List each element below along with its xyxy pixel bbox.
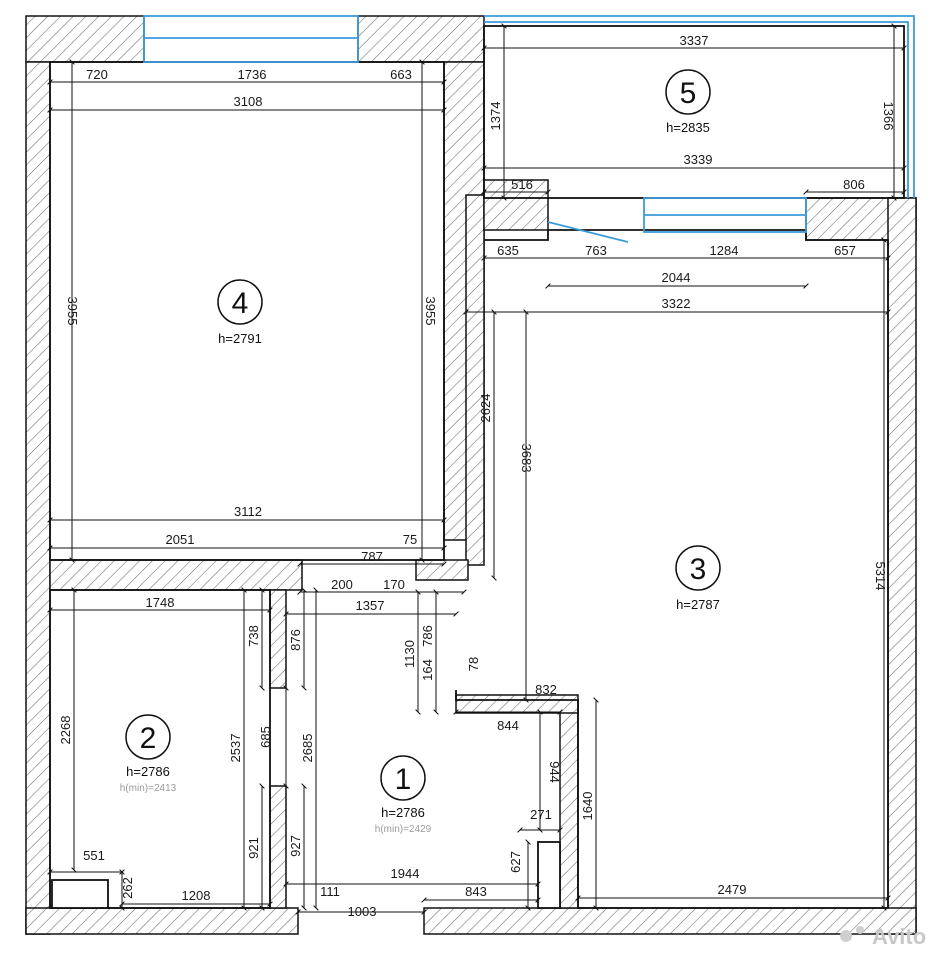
dim-label: 2051	[166, 532, 195, 547]
walls	[25, 15, 917, 935]
dim-label: 3322	[662, 296, 691, 311]
room-3-number: 3	[690, 553, 707, 586]
room-2-number: 2	[140, 722, 157, 755]
dim-label: 551	[83, 848, 105, 863]
dim-label: 1748	[146, 595, 175, 610]
dim-label: 2479	[718, 882, 747, 897]
dim-label: 3339	[684, 152, 713, 167]
dim-label: 927	[288, 835, 303, 857]
dim-label: 876	[288, 629, 303, 651]
watermark: Avito	[840, 924, 926, 949]
dim-label: 1284	[710, 243, 739, 258]
watermark-text: Avito	[872, 924, 926, 949]
dim-label: 786	[420, 625, 435, 647]
dim-label: 806	[843, 177, 865, 192]
dim-label: 2685	[300, 734, 315, 763]
dim-label: 1357	[356, 598, 385, 613]
room-3-height: h=2787	[676, 597, 720, 612]
room-1: 1 h=2786 h(min)=2429	[375, 755, 432, 835]
dim-label: 657	[834, 243, 856, 258]
dim-label: 1944	[391, 866, 420, 881]
dim-label: 843	[465, 884, 487, 899]
room-5-height: h=2835	[666, 120, 710, 135]
dim-label: 1366	[881, 102, 896, 131]
room-5-number: 5	[680, 77, 697, 110]
dim-label: 262	[120, 877, 135, 899]
room-4-number: 4	[232, 287, 249, 320]
dim-label: 685	[258, 726, 273, 748]
room-1-number: 1	[395, 763, 412, 796]
dim-label: 944	[547, 761, 562, 783]
dim-label: 1208	[182, 888, 211, 903]
room-5: 5 h=2835	[665, 69, 711, 135]
dim-label: 3683	[519, 444, 534, 473]
dim-label: 787	[361, 549, 383, 564]
dim-label: 75	[403, 532, 417, 547]
room-1-height-min: h(min)=2429	[375, 824, 432, 835]
room-1-height: h=2786	[381, 805, 425, 820]
dimension-lines	[47, 23, 907, 915]
dim-label: 763	[585, 243, 607, 258]
dim-label: 1640	[580, 792, 595, 821]
dim-label: 164	[420, 659, 435, 681]
dim-label: 111	[320, 884, 340, 899]
dim-label: 3337	[680, 33, 709, 48]
dim-label: 2044	[662, 270, 691, 285]
dim-label: 844	[497, 718, 519, 733]
dimension-labels-vertical: 3955 3955 1374 1366 2624 3683 5314 1640 …	[58, 102, 896, 899]
dim-label: 1736	[238, 67, 267, 82]
room-4: 4 h=2791	[217, 279, 263, 346]
dim-label: 5314	[873, 562, 888, 591]
dim-label: 635	[497, 243, 519, 258]
dim-label: 3112	[234, 504, 262, 519]
dim-label: 2537	[228, 734, 243, 763]
dim-label: 832	[535, 682, 557, 697]
dimension-labels-horizontal: 720 1736 663 3108 3112 2051 75 3337 3339…	[83, 33, 865, 919]
dim-label: 2624	[478, 394, 493, 423]
dim-label: 170	[383, 577, 405, 592]
dim-label: 663	[390, 67, 412, 82]
dim-label: 271	[530, 807, 552, 822]
windows	[143, 15, 915, 243]
dim-label: 3955	[65, 297, 80, 326]
dim-label: 2268	[58, 716, 73, 745]
dim-label: 738	[246, 625, 261, 647]
dim-label: 3955	[423, 297, 438, 326]
dim-label: 720	[86, 67, 108, 82]
room-2-height-min: h(min)=2413	[120, 783, 177, 794]
dim-label: 1130	[402, 640, 417, 668]
dim-label: 921	[246, 837, 261, 859]
dim-label: 516	[511, 177, 533, 192]
dim-label: 200	[331, 577, 353, 592]
dim-label: 627	[508, 851, 523, 873]
dim-label: 3108	[234, 94, 263, 109]
dim-label: 1374	[488, 102, 503, 131]
room-2: 2 h=2786 h(min)=2413	[120, 714, 177, 794]
dim-label: 78	[466, 657, 481, 671]
dim-label: 1003	[348, 904, 377, 919]
room-3: 3 h=2787	[675, 545, 721, 612]
room-2-height: h=2786	[126, 764, 170, 779]
room-4-height: h=2791	[218, 331, 262, 346]
